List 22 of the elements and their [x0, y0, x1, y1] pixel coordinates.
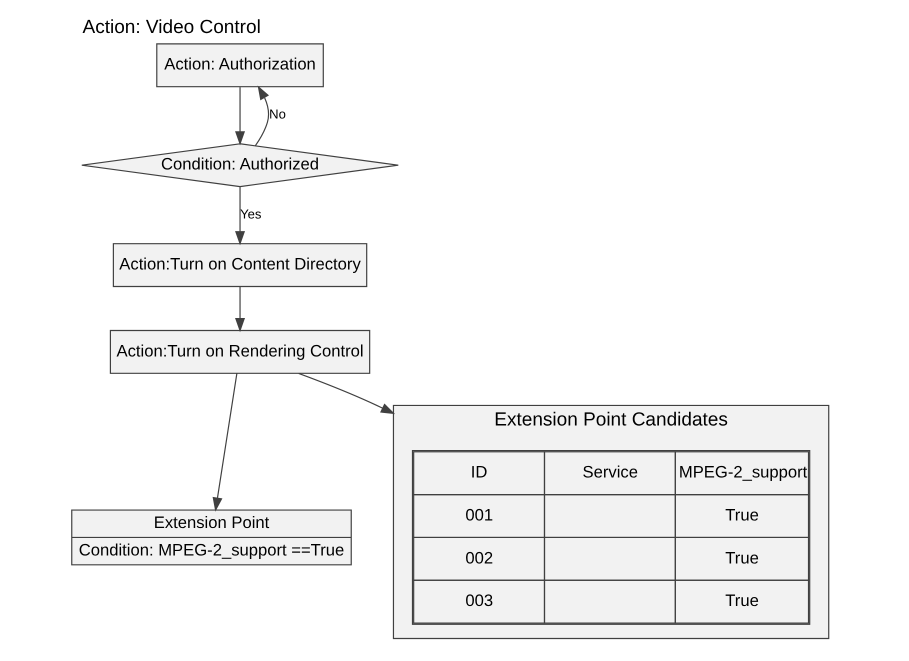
diagram-title: Action: Video Control: [82, 16, 260, 38]
node-box: Action:Turn on Content Directory: [112, 243, 367, 288]
label: Service: [582, 462, 638, 482]
label: MPEG-2_support: [678, 462, 807, 482]
arrow: [298, 372, 395, 414]
label: ID: [470, 462, 487, 482]
edge-label: Yes: [240, 206, 261, 222]
arrow: [234, 87, 245, 146]
node-diamond: Condition: Authorized: [80, 143, 398, 188]
label: True: [724, 505, 758, 524]
label: True: [724, 548, 758, 568]
label: 003: [464, 591, 493, 610]
label: 002: [464, 548, 493, 568]
label: True: [724, 591, 758, 610]
arrow: [234, 286, 245, 332]
arrow: [212, 373, 237, 512]
node-box: Action:Turn on Rendering Control: [109, 330, 370, 374]
arrow: [254, 86, 269, 146]
label: 001: [464, 505, 493, 524]
node-box: Action: Authorization: [156, 43, 324, 88]
arrow: [234, 187, 245, 246]
edge-label: No: [268, 106, 286, 122]
